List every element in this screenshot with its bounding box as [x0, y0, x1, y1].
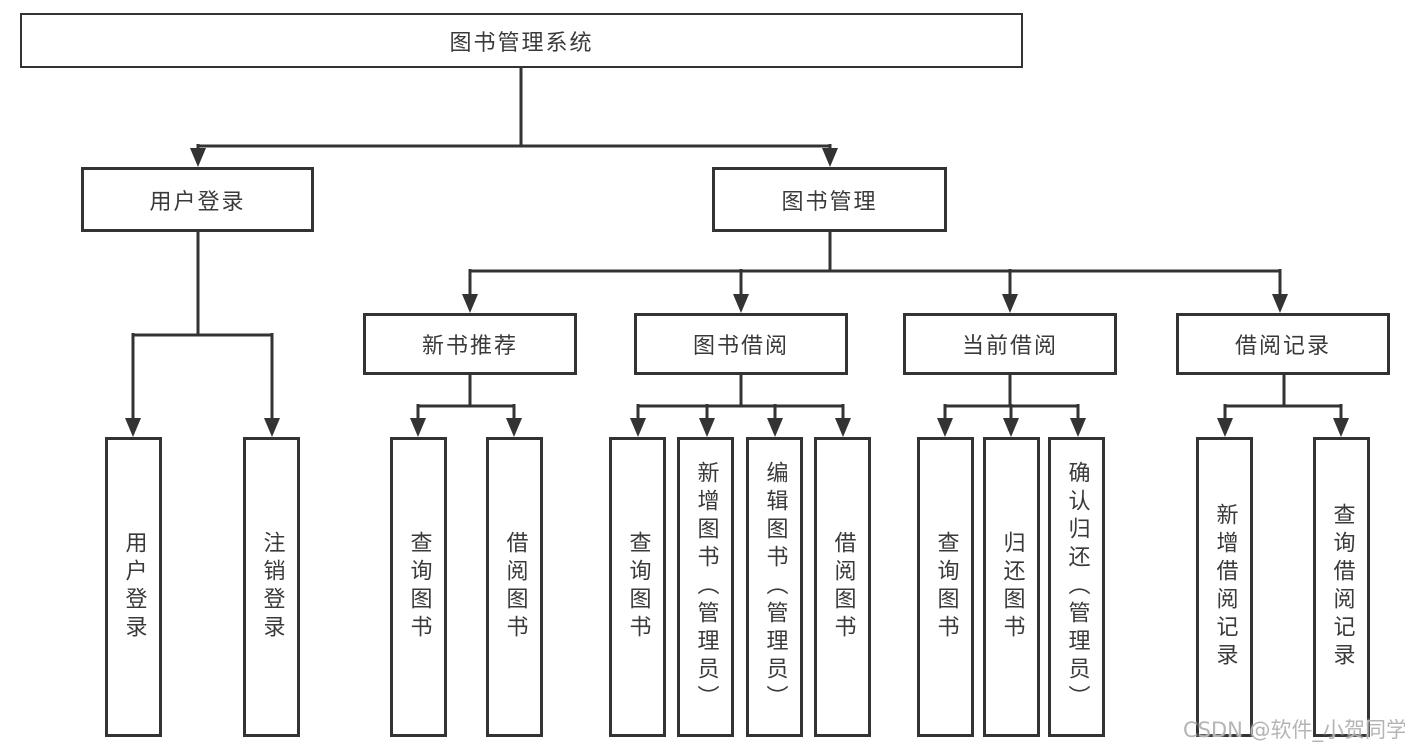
leaf-label: 编辑图书（管理员） [762, 461, 788, 713]
leaf-label: 查询借阅记录 [1329, 503, 1355, 671]
leaf-user-login: 用户登录 [105, 437, 162, 737]
csdn-watermark: CSDN @软件_小贺同学 [1183, 718, 1405, 742]
node-label: 图书管理 [781, 189, 878, 215]
leaf-label: 注销登录 [259, 531, 285, 643]
node-label: 当前借阅 [961, 334, 1058, 359]
leaf-label: 借阅图书 [830, 531, 856, 643]
elbow-connectors [131, 66, 1343, 422]
node-label: 新书推荐 [421, 334, 518, 359]
leaf-query-books-borrow: 查询图书 [609, 437, 666, 737]
node-label: 图书借阅 [692, 334, 789, 359]
leaf-add-borrow-record: 新增借阅记录 [1196, 437, 1253, 737]
leaf-label: 新增借阅记录 [1212, 503, 1238, 671]
leaf-query-books-newbook: 查询图书 [390, 437, 447, 737]
leaf-label: 借阅图书 [502, 531, 528, 643]
node-label: 借阅记录 [1234, 334, 1331, 359]
node-user-login: 用户登录 [81, 167, 314, 232]
node-current-borrowing: 当前借阅 [903, 313, 1117, 375]
leaf-edit-book-admin: 编辑图书（管理员） [746, 437, 803, 737]
leaf-label: 查询图书 [933, 531, 959, 643]
leaf-label: 确认归还（管理员） [1064, 461, 1090, 713]
leaf-add-book-admin: 新增图书（管理员） [677, 437, 734, 737]
node-label: 图书管理系统 [449, 30, 594, 56]
node-book-management: 图书管理 [712, 167, 947, 232]
leaf-confirm-return-admin: 确认归还（管理员） [1048, 437, 1105, 737]
leaf-borrow-books-newbook: 借阅图书 [486, 437, 543, 737]
leaf-label: 用户登录 [121, 531, 147, 643]
leaf-return-book: 归还图书 [983, 437, 1040, 737]
leaf-borrow-books-borrow: 借阅图书 [814, 437, 871, 737]
arrowhead-icons [125, 148, 1349, 437]
leaf-query-borrow-record: 查询借阅记录 [1313, 437, 1370, 737]
leaf-label: 新增图书（管理员） [693, 461, 719, 713]
leaf-label: 归还图书 [999, 531, 1025, 643]
node-label: 用户登录 [149, 189, 246, 215]
node-book-borrowing: 图书借阅 [634, 313, 848, 375]
leaf-query-books-current: 查询图书 [917, 437, 974, 737]
leaf-logout: 注销登录 [243, 437, 300, 737]
node-library-management-system: 图书管理系统 [20, 13, 1023, 68]
leaf-label: 查询图书 [625, 531, 651, 643]
node-borrow-records: 借阅记录 [1176, 313, 1390, 375]
leaf-label: 查询图书 [406, 531, 432, 643]
node-new-book-recommend: 新书推荐 [363, 313, 577, 375]
